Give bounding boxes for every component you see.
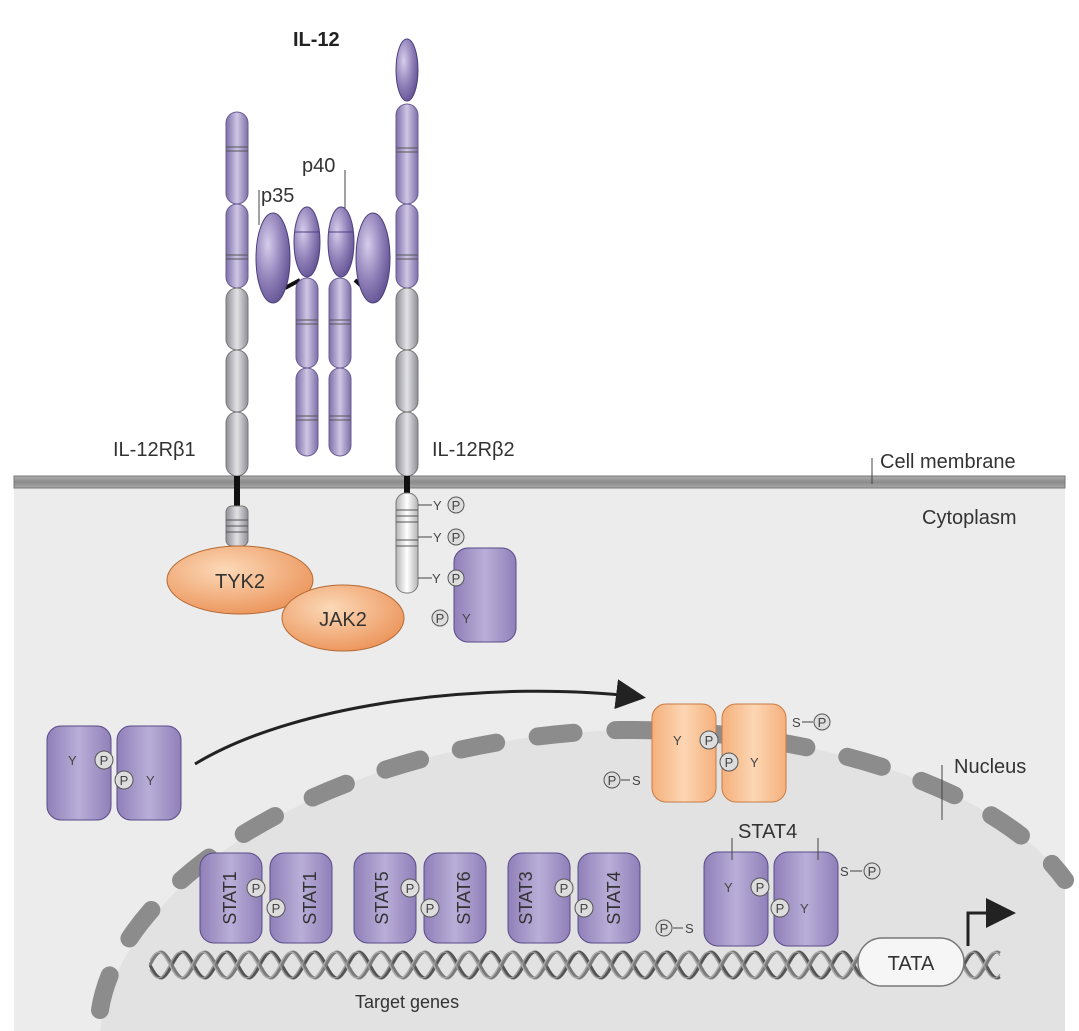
transcription-start-arrow	[966, 898, 1016, 946]
phosphate-icon	[719, 752, 739, 772]
phosphate-icon	[447, 528, 465, 546]
il12r-beta1-receptor	[225, 111, 249, 547]
translocation-arrow	[194, 679, 646, 766]
stat-label: STAT6	[454, 871, 474, 924]
target-genes-label: Target genes	[355, 992, 459, 1012]
svg-text:Y: Y	[146, 773, 155, 788]
dna-strand	[149, 951, 1001, 979]
tata-box: TATA	[857, 937, 965, 987]
stat-label: STAT1	[300, 871, 320, 924]
svg-text:S: S	[792, 715, 801, 730]
stat1-stat1-dimer: STAT1 STAT1 P P	[199, 852, 333, 944]
phosphate-icon	[655, 919, 673, 937]
phosphate-icon	[447, 569, 465, 587]
svg-text:P: P	[608, 773, 617, 788]
phosphate-icon	[813, 713, 831, 731]
orange-stat-dimer: Y P P Y S P P S	[603, 703, 831, 803]
tyrosine-label: Y	[433, 498, 442, 513]
svg-text:P: P	[436, 611, 445, 626]
phosphate-icon	[603, 771, 621, 789]
svg-text:P: P	[100, 753, 109, 768]
p40-label: p40	[302, 155, 335, 177]
svg-text:TATA: TATA	[888, 953, 935, 975]
cell-membrane-label: Cell membrane	[880, 451, 1016, 473]
phosphate-icon	[94, 750, 114, 770]
phosphate-icon	[447, 496, 465, 514]
svg-text:P: P	[580, 901, 589, 916]
svg-text:S: S	[685, 921, 694, 936]
cytoplasmic-stat-dimer: Y P P Y	[46, 725, 182, 821]
p35-label: p35	[261, 185, 294, 207]
svg-text:Y: Y	[462, 611, 471, 626]
stat-label: STAT5	[372, 871, 392, 924]
phosphate-icon	[420, 898, 440, 918]
svg-text:S: S	[632, 773, 641, 788]
phosphate-icon	[431, 609, 449, 627]
il12r-beta2-label: IL-12Rβ2	[432, 439, 515, 461]
svg-text:JAK2: JAK2	[319, 609, 367, 631]
svg-text:Y: Y	[68, 753, 77, 768]
svg-text:P: P	[725, 755, 734, 770]
nucleus-label: Nucleus	[954, 756, 1026, 778]
stat3-stat4-dimer: STAT3 STAT4 P P	[507, 852, 641, 944]
svg-text:P: P	[426, 901, 435, 916]
dna-strand	[149, 951, 1001, 979]
tyrosine-label: Y	[433, 530, 442, 545]
stat4-label: STAT4	[738, 821, 797, 843]
phosphate-icon	[770, 898, 790, 918]
phosphate-icon	[554, 878, 574, 898]
stat5-stat6-dimer: STAT5 STAT6 P P	[353, 852, 487, 944]
phosphate-label: P	[452, 530, 461, 545]
phosphate-icon	[266, 898, 286, 918]
phosphate-icon	[699, 730, 719, 750]
svg-text:P: P	[252, 881, 261, 896]
il12r-beta2-receptor	[395, 38, 419, 594]
tyk2-kinase: TYK2	[166, 545, 314, 615]
svg-text:P: P	[560, 881, 569, 896]
p40-domain	[355, 212, 391, 304]
svg-text:TYK2: TYK2	[215, 571, 265, 593]
p35-domain	[255, 212, 291, 304]
il12-ligand	[255, 206, 391, 457]
phosphate-label: P	[452, 498, 461, 513]
phosphate-icon	[114, 770, 134, 790]
svg-text:Y: Y	[673, 733, 682, 748]
svg-text:P: P	[452, 571, 461, 586]
svg-text:P: P	[818, 715, 827, 730]
phosphate-icon	[246, 878, 266, 898]
svg-text:Y: Y	[724, 880, 733, 895]
svg-text:P: P	[776, 901, 785, 916]
phosphate-icon	[574, 898, 594, 918]
stat-label: STAT4	[604, 871, 624, 924]
svg-text:P: P	[406, 881, 415, 896]
svg-text:Y: Y	[800, 901, 809, 916]
nuclear-envelope	[91, 720, 1074, 1019]
il12r-beta1-label: IL-12Rβ1	[113, 439, 196, 461]
svg-text:P: P	[705, 733, 714, 748]
stat-label: STAT3	[516, 871, 536, 924]
svg-text:P: P	[120, 773, 129, 788]
phosphate-icon	[400, 878, 420, 898]
svg-text:P: P	[272, 901, 281, 916]
svg-text:P: P	[868, 864, 877, 879]
il12-title: IL-12	[293, 29, 340, 51]
svg-text:S: S	[840, 864, 849, 879]
cell-membrane	[13, 475, 1066, 489]
jak2-kinase: JAK2	[281, 584, 405, 652]
svg-text:P: P	[660, 921, 669, 936]
cytoplasm-label: Cytoplasm	[922, 507, 1016, 529]
svg-text:Y: Y	[750, 755, 759, 770]
stat4-dimer-on-dna: Y P P Y S P P S STAT4	[655, 821, 881, 947]
phosphate-icon	[750, 877, 770, 897]
docked-stat-monomer: Y P P Y	[418, 547, 517, 643]
phosphate-icon	[863, 862, 881, 880]
receptor-phospho-sites: Y P Y P	[418, 496, 465, 546]
svg-text:Y: Y	[432, 571, 441, 586]
stat-label: STAT1	[220, 871, 240, 924]
svg-text:P: P	[756, 880, 765, 895]
